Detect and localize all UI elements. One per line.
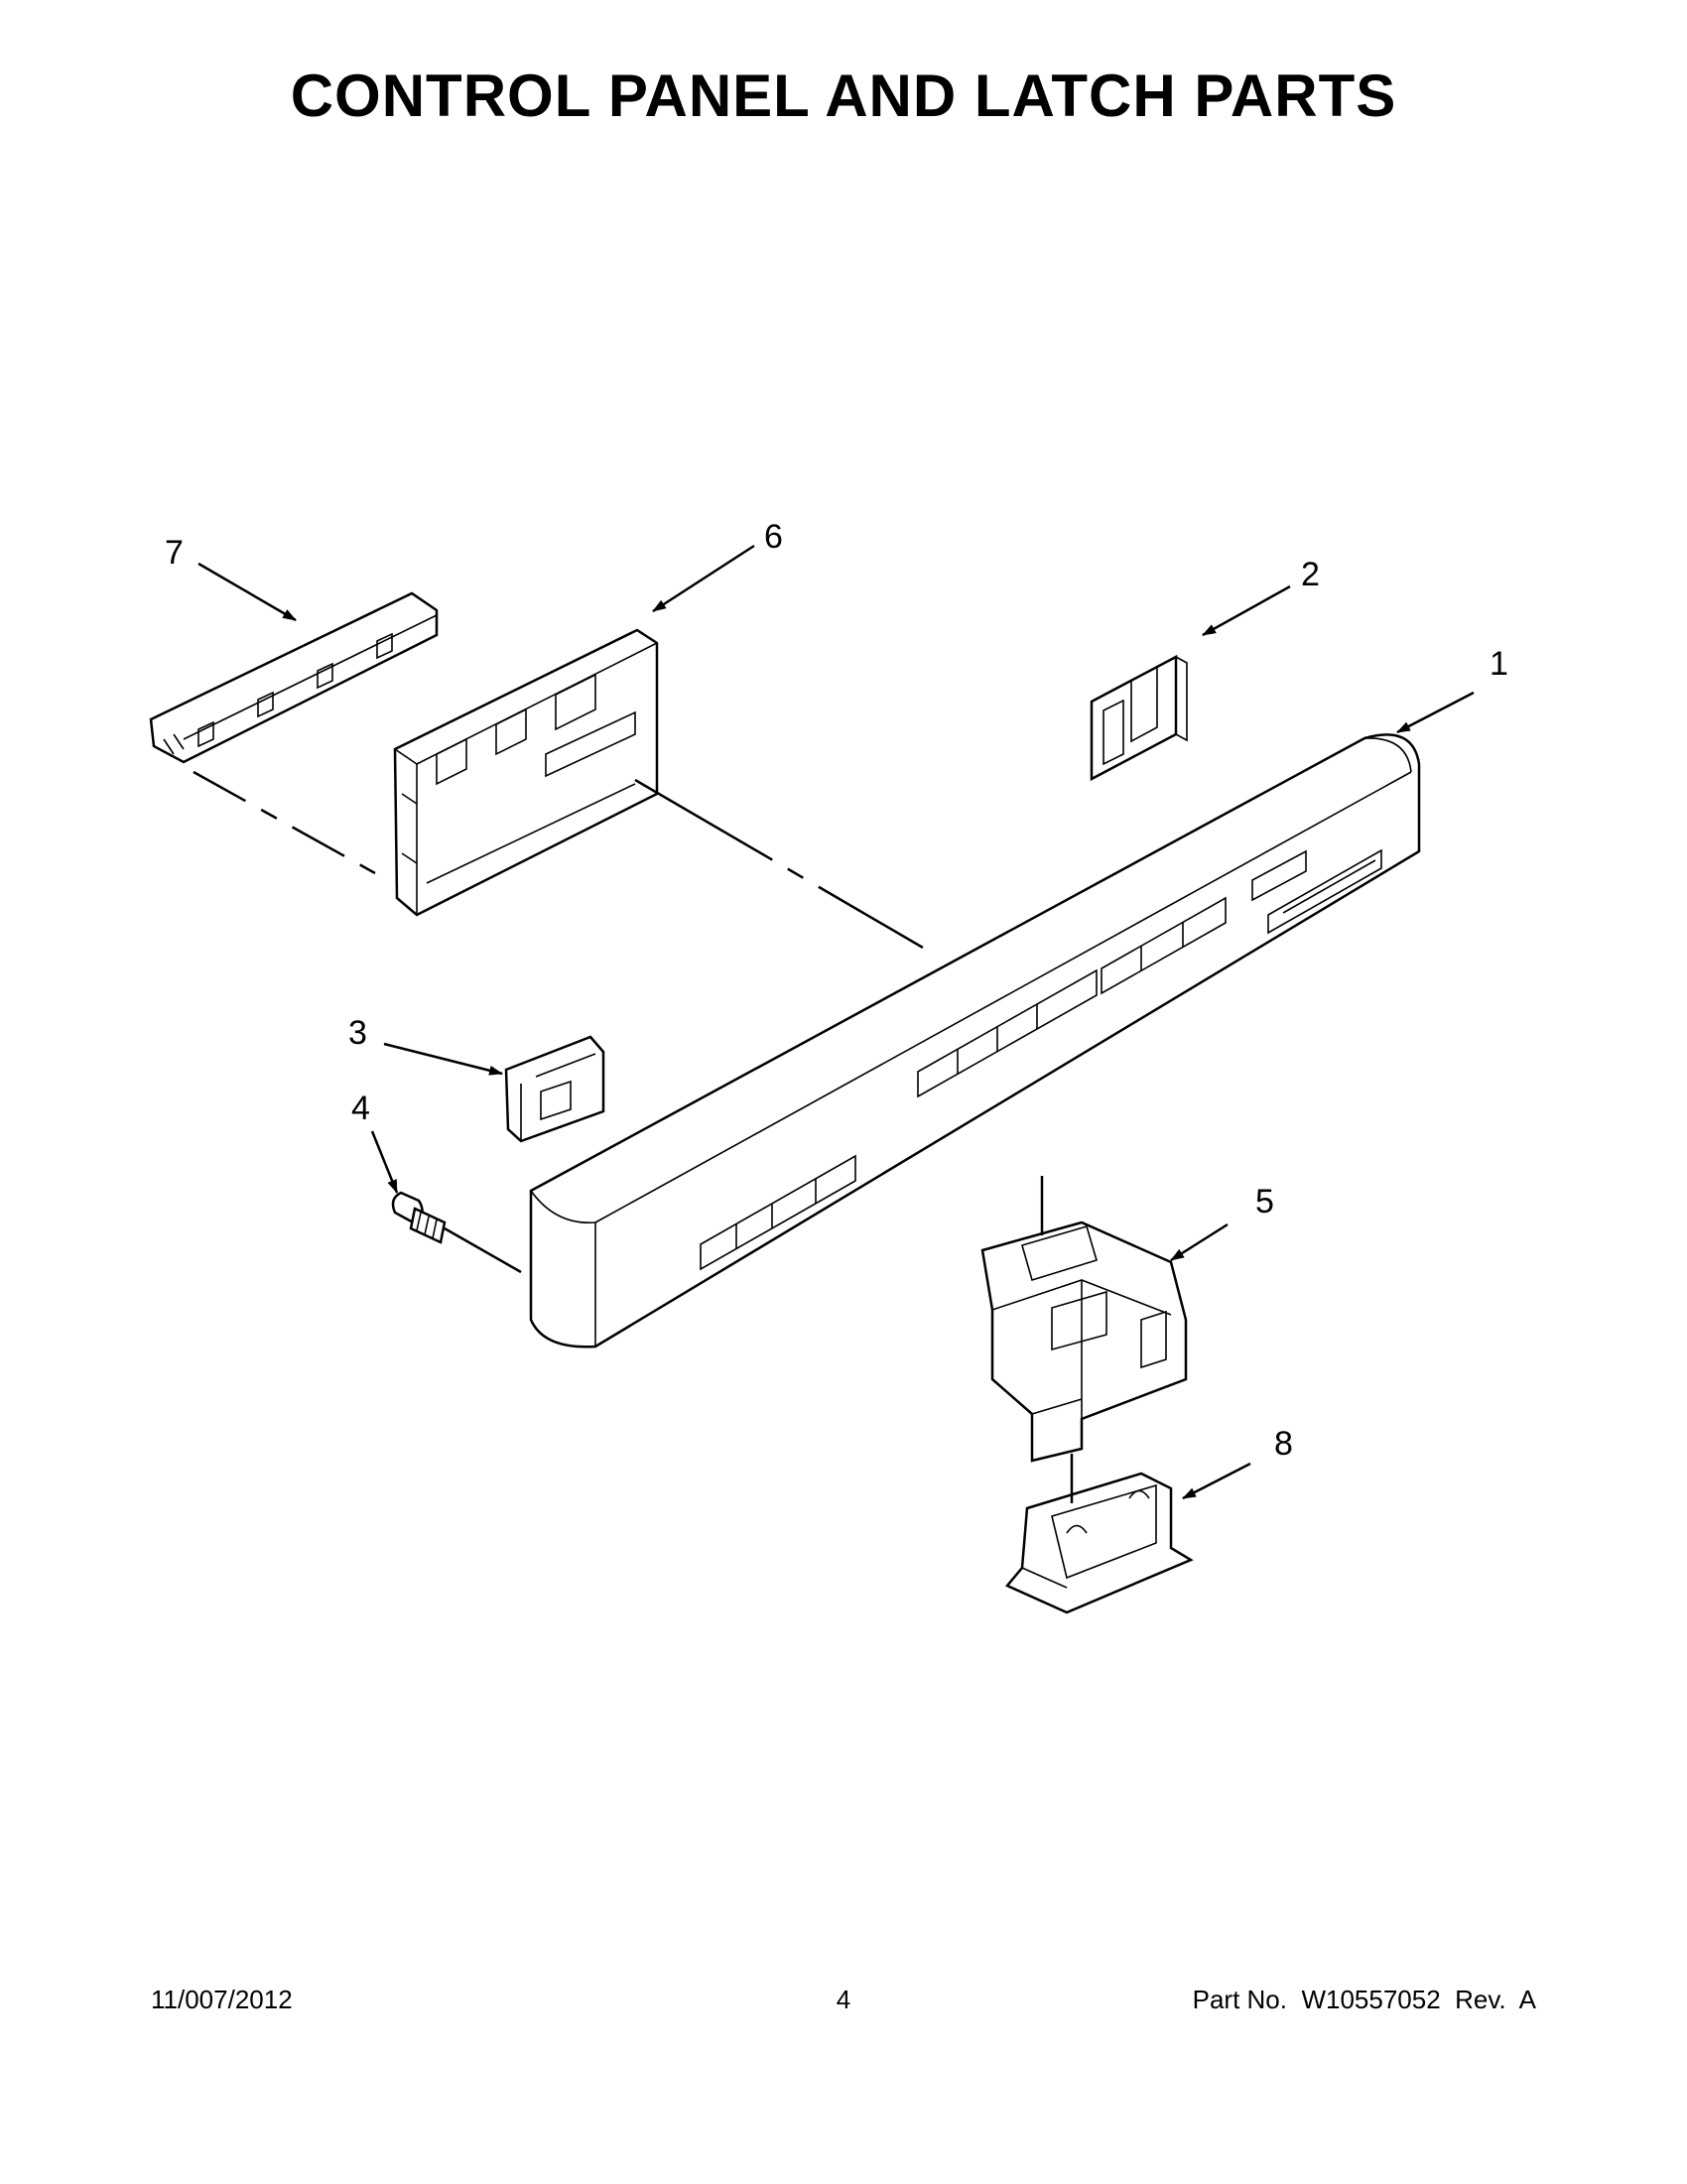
callout-2: 2 [1301, 556, 1320, 593]
part-5-latch [980, 1220, 1188, 1463]
page-title: CONTROL PANEL AND LATCH PARTS [290, 63, 1397, 129]
callout-5: 5 [1255, 1183, 1274, 1220]
leader-4 [370, 1130, 399, 1194]
panel-buttons-left [700, 1154, 856, 1271]
part-4-screw [391, 1191, 447, 1244]
callout-3: 3 [348, 1014, 367, 1052]
leader-6 [652, 544, 755, 613]
part-1-control-panel [529, 733, 1421, 1349]
callout-7: 7 [165, 534, 184, 572]
panel-buttons-right [1101, 849, 1307, 995]
part-6-control-board [393, 628, 659, 917]
leader-arrows [197, 544, 1475, 1500]
leader-7 [197, 562, 297, 622]
footer-part-number: Part No. W10557052 Rev. A [1192, 1985, 1536, 2014]
leader-5 [1170, 1222, 1229, 1262]
part-3-clip [504, 1035, 605, 1143]
callout-8: 8 [1274, 1425, 1293, 1463]
part-2-bracket [1090, 654, 1188, 782]
part-7-rail [149, 591, 439, 764]
assembly-lines [193, 770, 1074, 1503]
leader-1 [1396, 691, 1475, 734]
leader-8 [1182, 1462, 1251, 1500]
part-8-keeper [1004, 1472, 1194, 1614]
footer-page-number: 4 [836, 1985, 851, 2014]
leader-2 [1202, 584, 1291, 637]
callout-4: 4 [351, 1090, 370, 1127]
callout-6: 6 [764, 518, 783, 556]
footer-date: 11/007/2012 [151, 1985, 293, 2014]
callout-1: 1 [1490, 645, 1508, 683]
panel-buttons-center [917, 968, 1098, 1098]
leader-3 [383, 1042, 503, 1076]
